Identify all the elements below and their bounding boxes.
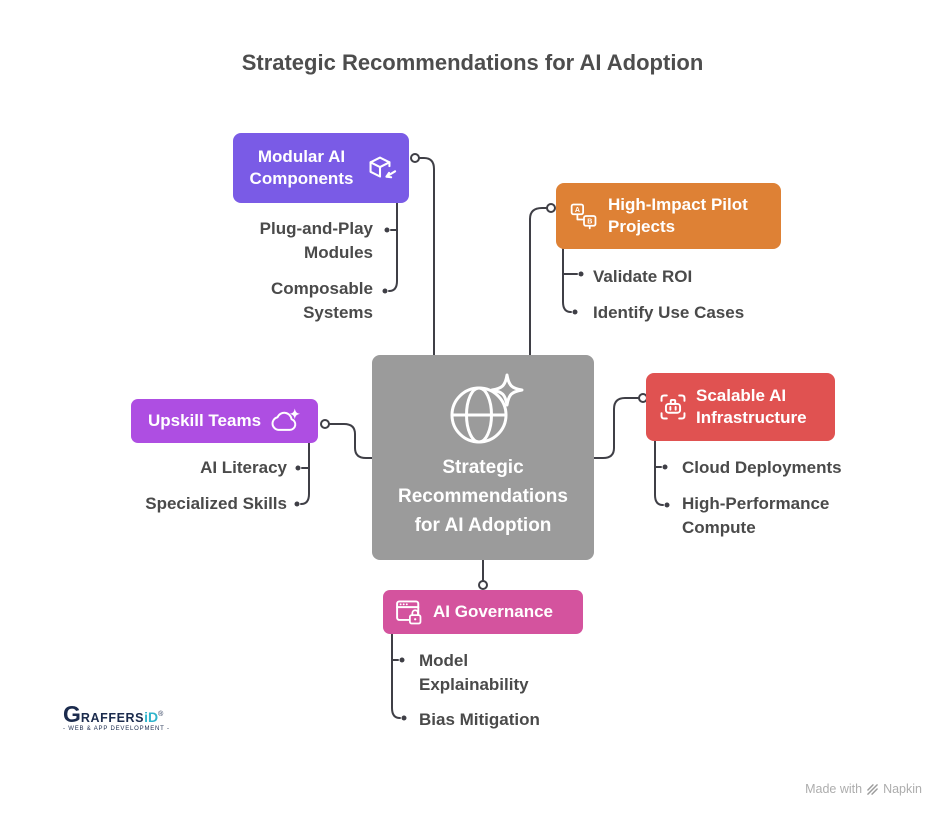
cloud-sparkle-icon [271,408,301,431]
svg-text:B: B [587,218,592,225]
window-lock-icon [396,600,422,625]
ab-screens-icon: A B [570,203,597,230]
napkin-brand-label: Napkin [883,782,922,796]
robot-scan-icon [660,394,686,420]
logo-text: RAFFERS [80,711,145,725]
logo-id-text: iD [144,709,159,725]
page-title: Strategic Recommendations for AI Adoptio… [241,50,704,75]
sub-item-ai-literacy: AI Literacy [200,458,287,477]
cube-import-icon [369,156,396,179]
sub-item-plug-and-play-modules: Plug-and-Play Modules [259,219,373,262]
branch-node-scalable-ai-infrastructure: Scalable AI Infrastructure [646,373,835,441]
branch-node-ai-governance: AI Governance [383,590,583,634]
branch-label: High-Impact Pilot Projects [608,195,748,236]
branch-node-high-impact-pilot-projects: A B High-Impact Pilot Projects [556,183,781,249]
logo-tagline: - WEB & APP DEVELOPMENT - [63,726,170,732]
registered-mark: ® [158,711,164,718]
logo-letter-g: G [63,701,81,727]
sub-item-cloud-deployments: Cloud Deployments [682,458,842,477]
sub-item-identify-use-cases: Identify Use Cases [593,303,745,322]
sub-item-validate-roi: Validate ROI [593,267,693,286]
branch-label: AI Governance [433,602,553,621]
made-with-label: Made with [805,782,863,796]
branch-label: Scalable AI Infrastructure [696,386,807,427]
made-with-napkin: Made with Napkin [805,782,922,796]
graffersid-logo: G RAFFERS iD ® - WEB & APP DEVELOPMENT - [63,701,170,733]
svg-text:A: A [575,207,580,214]
sub-item-bias-mitigation: Bias Mitigation [419,710,540,729]
sub-item-composable-systems: Composable Systems [270,279,373,322]
branch-node-modular-ai-components: Modular AI Components [233,133,409,203]
branch-label: Upskill Teams [147,411,262,430]
sub-item-high-performance-compute: High-Performance Compute [682,494,830,537]
center-node: Strategic Recommendations for AI Adoptio… [372,355,594,560]
center-node-label: Strategic Recommendations for AI Adoptio… [398,457,568,536]
branch-node-upskill-teams: Upskill Teams [131,399,318,443]
napkin-icon [867,783,878,795]
branch-label: Modular AI Components [249,147,354,188]
sub-item-model-explainability: Model Explainability [419,651,529,694]
sub-item-specialized-skills: Specialized Skills [145,494,287,513]
globe-sparkle-icon [450,373,524,444]
